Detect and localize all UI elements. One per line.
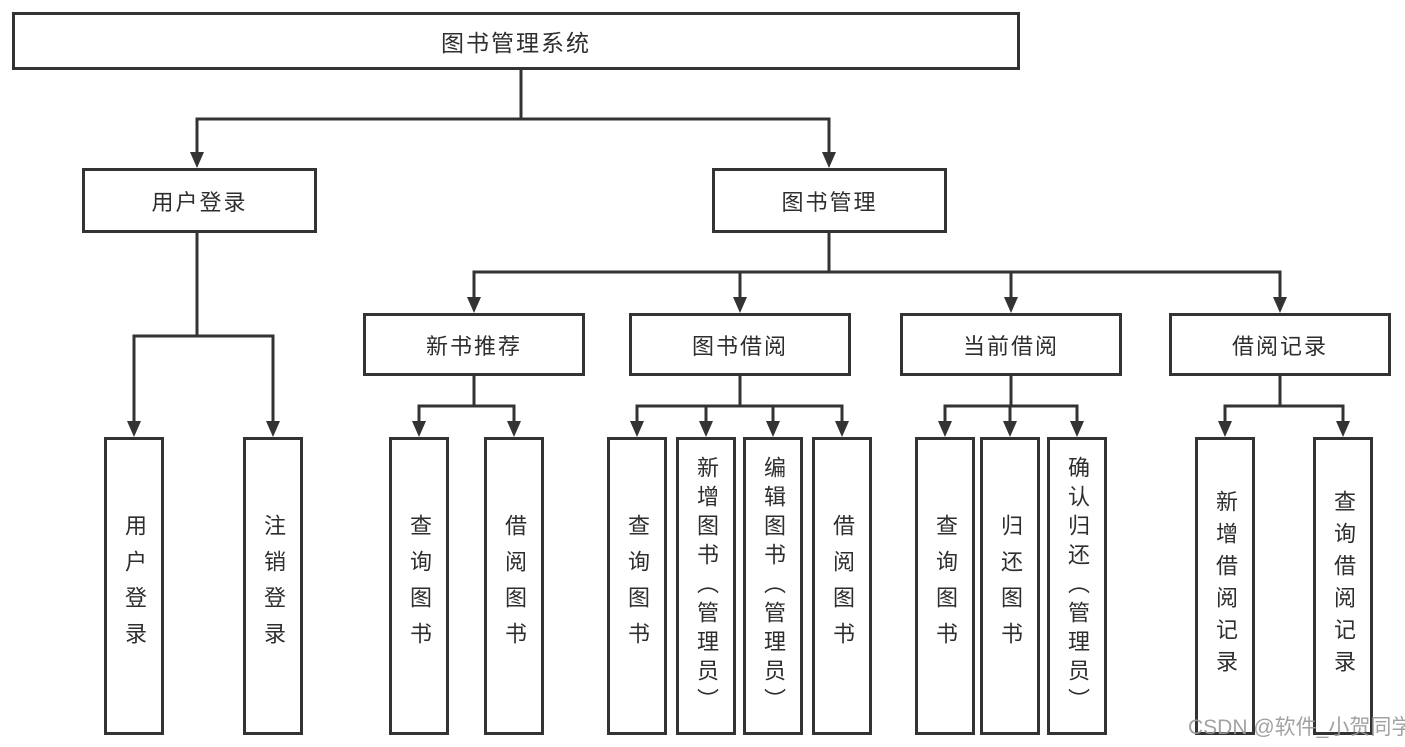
- node-borrow-records: 借阅记录: [1169, 313, 1391, 376]
- node-user-login-label: 用户登录: [151, 189, 248, 215]
- leaf-return-book: 归还图书: [980, 437, 1040, 735]
- node-book-borrow: 图书借阅: [629, 313, 851, 376]
- connector-book-mgmt-to-level3: [467, 233, 1287, 313]
- leaf-return-book-label: 归还图书: [998, 514, 1023, 658]
- leaf-add-borrow-record: 新增借阅记录: [1195, 437, 1255, 735]
- leaf-add-borrow-record-label: 新增借阅记录: [1213, 490, 1238, 682]
- connector-current-borrow-to-leaves: [938, 376, 1084, 437]
- node-user-login: 用户登录: [82, 168, 317, 233]
- leaf-user-login: 用户登录: [104, 437, 164, 735]
- node-borrow-records-label: 借阅记录: [1231, 333, 1328, 359]
- connector-new-books-to-leaves: [412, 376, 521, 437]
- leaf-borrow-book-2-label: 借阅图书: [830, 514, 855, 658]
- leaf-confirm-return-admin-label: 确认归还（管理员）: [1065, 455, 1090, 717]
- node-current-borrow: 当前借阅: [900, 313, 1122, 376]
- node-root-system: 图书管理系统: [12, 12, 1020, 70]
- leaf-add-book-admin-label: 新增图书（管理员）: [694, 455, 719, 717]
- node-new-book-recommend-label: 新书推荐: [425, 333, 522, 359]
- connector-borrow-records-to-leaves: [1218, 376, 1350, 437]
- leaf-logout-label: 注销登录: [261, 514, 286, 658]
- leaf-query-borrow-record: 查询借阅记录: [1313, 437, 1373, 735]
- leaf-borrow-book-1-label: 借阅图书: [502, 514, 527, 658]
- leaf-query-book-3: 查询图书: [915, 437, 975, 735]
- node-book-borrow-label: 图书借阅: [691, 333, 788, 359]
- node-current-borrow-label: 当前借阅: [962, 333, 1059, 359]
- leaf-user-login-label: 用户登录: [122, 514, 147, 658]
- leaf-query-borrow-record-label: 查询借阅记录: [1331, 490, 1356, 682]
- leaf-edit-book-admin-label: 编辑图书（管理员）: [761, 455, 786, 717]
- leaf-add-book-admin: 新增图书（管理员）: [676, 437, 736, 735]
- leaf-query-book-2-label: 查询图书: [625, 514, 650, 658]
- leaf-logout: 注销登录: [243, 437, 303, 735]
- node-new-book-recommend: 新书推荐: [363, 313, 585, 376]
- leaf-borrow-book-2: 借阅图书: [812, 437, 872, 735]
- leaf-borrow-book-1: 借阅图书: [484, 437, 544, 735]
- leaf-query-book-1: 查询图书: [389, 437, 449, 735]
- leaf-query-book-2: 查询图书: [607, 437, 667, 735]
- csdn-watermark: CSDN @软件_小贺同学: [1188, 716, 1405, 739]
- node-book-management: 图书管理: [712, 168, 947, 233]
- node-book-management-label: 图书管理: [781, 189, 878, 215]
- leaf-query-book-1-label: 查询图书: [407, 514, 432, 658]
- connector-user-login-to-leaves: [127, 233, 280, 437]
- leaf-confirm-return-admin: 确认归还（管理员）: [1047, 437, 1107, 735]
- connector-root-to-level2: [190, 69, 836, 168]
- leaf-query-book-3-label: 查询图书: [933, 514, 958, 658]
- node-root-label: 图书管理系统: [441, 30, 591, 56]
- connector-book-borrow-to-leaves: [630, 376, 849, 437]
- leaf-edit-book-admin: 编辑图书（管理员）: [743, 437, 803, 735]
